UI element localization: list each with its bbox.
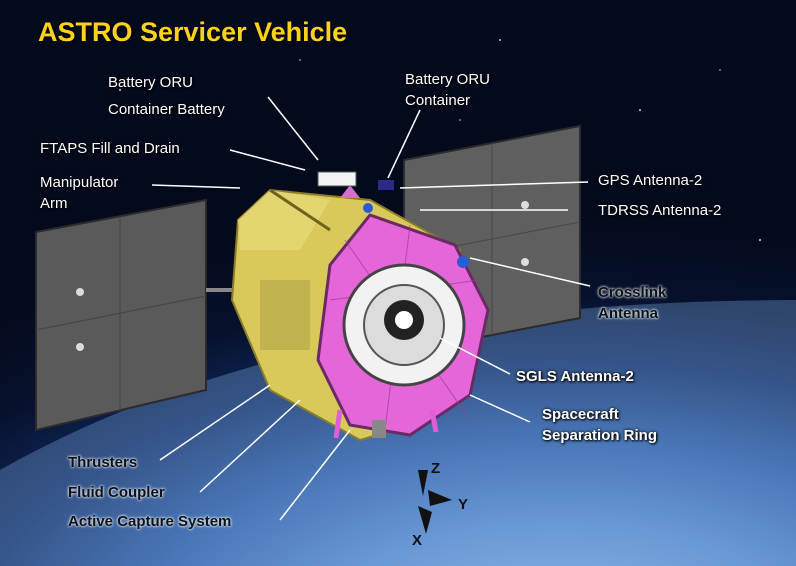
axis-label-y: Y xyxy=(458,496,469,513)
label-line: Battery ORU xyxy=(405,71,491,88)
label-fluid-coupler: Fluid Coupler xyxy=(68,484,165,501)
label-active-capture: Active Capture System xyxy=(68,513,232,530)
label-ftaps: FTAPS Fill and Drain xyxy=(40,140,180,157)
label-crosslink-antenna: Crosslink Antenna xyxy=(598,282,666,324)
leader-lines xyxy=(151,96,591,521)
label-line: Separation Ring xyxy=(542,427,658,444)
octagon-face xyxy=(316,171,490,439)
label-gps-antenna: GPS Antenna-2 xyxy=(598,172,703,189)
label-thrusters: Thrusters xyxy=(68,454,138,471)
label-line: Crosslink xyxy=(598,284,667,301)
label-line: Battery ORU xyxy=(108,74,194,91)
label-sgls-antenna: SGLS Antenna-2 xyxy=(516,368,634,385)
diagram-title: ASTRO Servicer Vehicle xyxy=(38,17,348,47)
label-line: Arm xyxy=(40,195,68,212)
label-line: Container Battery xyxy=(108,101,225,118)
label-line: Manipulator xyxy=(40,174,119,191)
label-line: Spacecraft xyxy=(542,406,619,423)
label-line: Container xyxy=(405,92,471,109)
axis-label-x: X xyxy=(412,532,423,549)
left-solar-panel xyxy=(35,198,240,432)
label-battery-oru-container: Battery ORU Container xyxy=(405,69,490,111)
label-line: Antenna xyxy=(598,305,658,322)
label-battery-oru-container-battery: Battery ORU Container Battery xyxy=(108,72,225,120)
label-manipulator-arm: Manipulator Arm xyxy=(40,172,118,214)
label-separation-ring: Spacecraft Separation Ring xyxy=(542,404,657,446)
axis-label-z: Z xyxy=(431,460,441,477)
coordinate-axes-icon xyxy=(418,470,452,534)
label-tdrss-antenna: TDRSS Antenna-2 xyxy=(598,202,722,219)
